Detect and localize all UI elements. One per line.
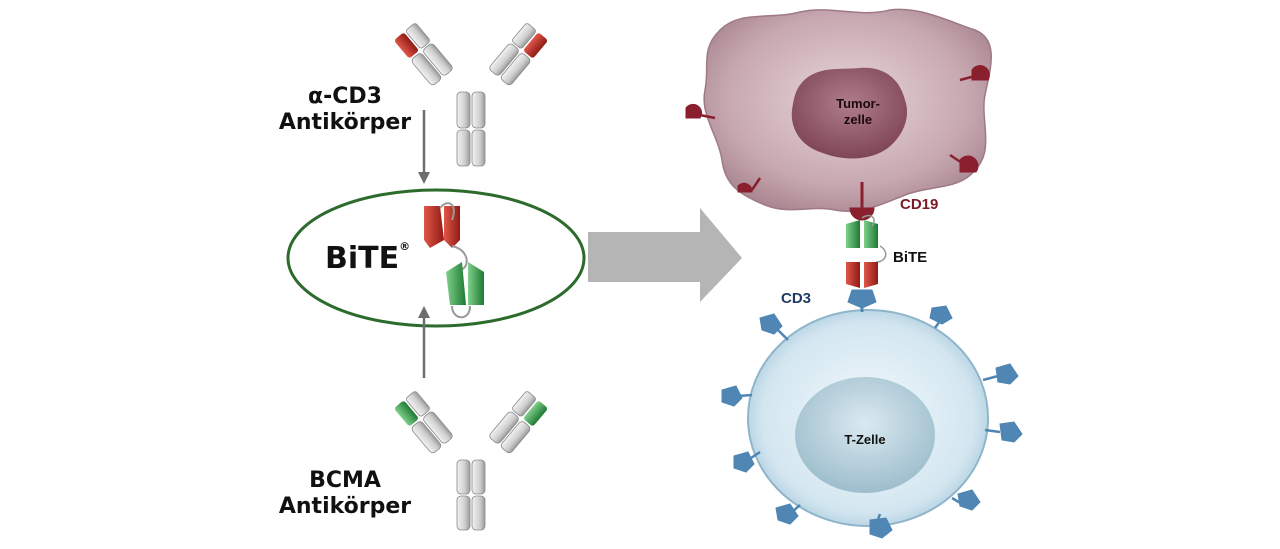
anti-cd3-antibody-icon: [394, 23, 548, 167]
bite-bridge-icon: [846, 214, 887, 288]
t-cell-nucleus: [795, 377, 935, 493]
bcma-antibody-icon: [394, 391, 548, 531]
big-arrow-icon: [588, 208, 742, 302]
anti-cd3-label: α-CD3 Antikörper: [255, 84, 435, 137]
cd19-label: CD19: [900, 196, 939, 213]
anti-cd3-label-line2: Antikörper: [278, 110, 412, 136]
arrow-down-icon: [418, 110, 430, 184]
bcma-label-line2: Antikörper: [278, 494, 412, 520]
cd19-receptor-icon: [685, 65, 990, 221]
bite-small-label: BiTE: [893, 249, 928, 266]
tumor-label-line1: Tumor-: [836, 96, 880, 111]
bcma-label-line1: BCMA: [309, 468, 381, 493]
cd3-label: CD3: [781, 290, 812, 307]
bite-main-label: BiTE®: [325, 240, 410, 277]
anti-cd3-label-line1: α-CD3: [308, 84, 382, 109]
cd3-receptor-icon: [721, 289, 1023, 539]
t-cell-label: T-Zelle: [844, 432, 886, 447]
bite-ellipse: [286, 188, 586, 328]
registered-mark: ®: [399, 240, 411, 253]
bite-molecule-icon: [424, 202, 484, 319]
tumor-label-line2: zelle: [843, 111, 873, 127]
tumor-cell-label: Tumor- zelle: [808, 96, 908, 127]
tumor-nucleus: [791, 67, 908, 159]
bite-main-text: BiTE: [325, 241, 400, 276]
arrow-up-icon: [418, 306, 430, 378]
bcma-label: BCMA Antikörper: [255, 468, 435, 521]
